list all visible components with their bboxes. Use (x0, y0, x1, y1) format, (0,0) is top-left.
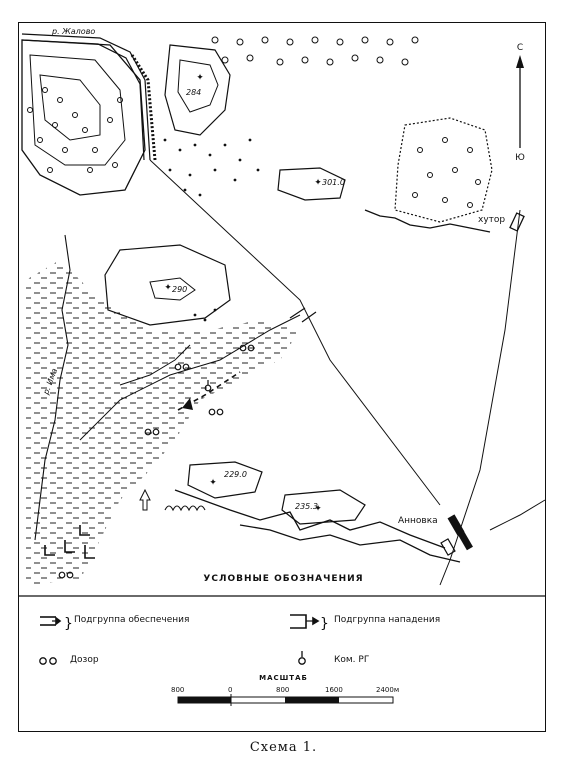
height-290: 290 (172, 285, 187, 294)
legend-patrol: Дозор (70, 655, 99, 665)
compass: С Ю (515, 43, 525, 163)
road-southeast (489, 499, 546, 531)
hill-284: ✦ 284 (164, 44, 231, 136)
svg-text:✦: ✦ (196, 73, 204, 83)
svg-text:}: } (64, 616, 73, 632)
hill-290: ✦ 290 (104, 244, 231, 326)
svg-text:✦: ✦ (209, 478, 217, 488)
hill-top-left (21, 39, 146, 196)
commander-marker-map (204, 380, 212, 392)
height-235: 235.3 (295, 502, 318, 511)
height-301: 301.0 (322, 178, 345, 187)
scale-tick: 800 (276, 686, 290, 694)
commander-symbol (298, 651, 306, 665)
bushes-center (163, 138, 260, 322)
hill-301: ✦ 301.0 (277, 167, 346, 201)
legend-support-group: Подгруппа обеспечения (74, 615, 190, 625)
height-284: 284 (186, 88, 201, 97)
trench-line (239, 524, 461, 563)
river-ima (34, 234, 71, 541)
figure-caption: Схема 1. (249, 740, 318, 755)
track-marsh (79, 314, 301, 441)
woods-top (211, 36, 419, 66)
height-229: 229.0 (224, 470, 247, 479)
scale-tick: 2400м (376, 686, 400, 694)
compass-north: С (517, 43, 523, 53)
hill-khutor: хутор (364, 117, 525, 233)
compass-south: Ю (515, 153, 525, 163)
svg-text:✦: ✦ (164, 283, 172, 293)
scale-bar (177, 694, 394, 706)
marsh-area (26, 260, 300, 585)
legend-commander: Ком. РГ (334, 655, 370, 665)
legend-assault-group: Подгруппа нападения (334, 615, 441, 625)
river-zhalovo (21, 33, 151, 161)
barbed-wire-line (174, 489, 446, 549)
hill-229: ✦ 229.0 (187, 461, 263, 499)
assault-group-symbol: } (290, 614, 329, 632)
railway-north (130, 54, 157, 161)
village-annovka: Анновка (398, 514, 473, 556)
legend-title: УСЛОВНЫЕ ОБОЗНАЧЕНИЯ (203, 574, 364, 584)
annovka-label: Анновка (398, 516, 438, 526)
assault-group-marker-map (44, 525, 95, 559)
scale-tick: 1600 (325, 686, 343, 694)
support-group-symbol: } (40, 616, 73, 632)
road-diagonal (149, 159, 441, 506)
svg-text:✦: ✦ (314, 504, 322, 514)
wire-obstacle (164, 505, 206, 512)
hill-235: ✦ 235.3 (281, 489, 366, 525)
scale-tick: 800 (171, 686, 185, 694)
scale-tick: 0 (228, 686, 233, 694)
svg-text:✦: ✦ (314, 178, 322, 188)
scale-title: МАСШТАБ (259, 674, 308, 682)
svg-text:}: } (320, 616, 329, 632)
patrol-symbol (39, 657, 57, 665)
river-zhalovo-label: р. Жалово (51, 27, 95, 36)
map-frame (18, 22, 546, 732)
forest-symbol-map (139, 488, 151, 511)
road-east (439, 209, 521, 586)
patrol-markers (58, 344, 255, 579)
khutor-label: хутор (478, 215, 505, 225)
